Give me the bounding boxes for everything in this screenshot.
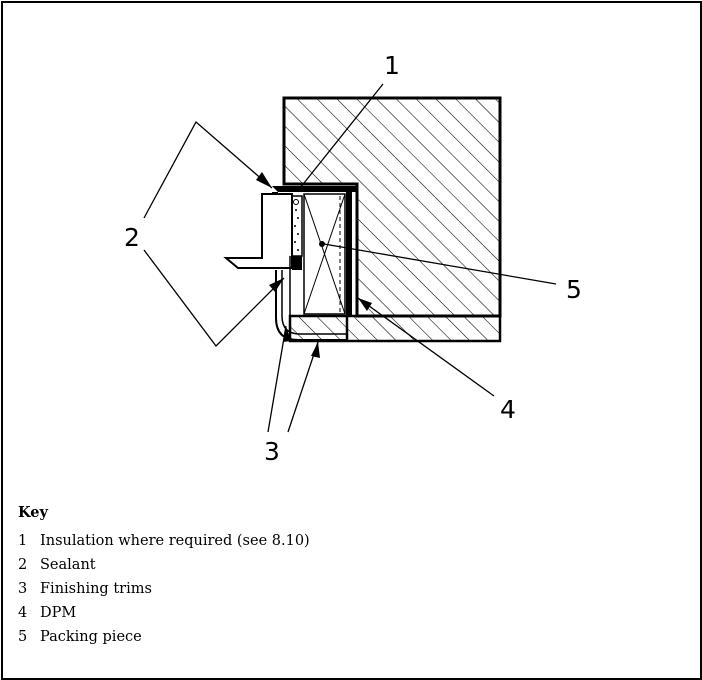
key-item-text: Finishing trims — [40, 581, 152, 597]
arrowheads — [256, 172, 372, 358]
callout-1: 1 — [384, 51, 400, 80]
key-item: 3 Finishing trims — [18, 577, 310, 601]
packing-piece — [303, 193, 346, 315]
window-reveal-section-diagram: 1 2 3 4 5 — [124, 51, 582, 466]
insulation-strip — [291, 195, 303, 257]
key-item: 2 Sealant — [18, 553, 310, 577]
window-frame-profile — [223, 193, 302, 270]
key-item-text: Sealant — [40, 557, 96, 573]
key-item-text: Insulation where required (see 8.10) — [40, 533, 310, 549]
key-item-number: 2 — [18, 557, 28, 573]
key-item-text: Packing piece — [40, 629, 142, 645]
callout-3: 3 — [264, 437, 280, 466]
callout-4: 4 — [500, 395, 516, 424]
callout-5: 5 — [566, 275, 582, 304]
key-legend: Key 1 Insulation where required (see 8.10… — [18, 504, 310, 649]
key-item-text: DPM — [40, 605, 77, 621]
callout-2: 2 — [124, 223, 140, 252]
key-item-number: 5 — [18, 629, 28, 645]
key-title: Key — [18, 504, 48, 521]
key-item-number: 1 — [18, 533, 28, 549]
sill-strip — [288, 314, 502, 343]
key-item-number: 3 — [18, 581, 28, 597]
key-item: 4 DPM — [18, 601, 310, 625]
key-item: 1 Insulation where required (see 8.10) — [18, 529, 310, 553]
key-item-number: 4 — [18, 605, 28, 621]
leader-lines — [143, 83, 557, 433]
key-item: 5 Packing piece — [18, 625, 310, 649]
